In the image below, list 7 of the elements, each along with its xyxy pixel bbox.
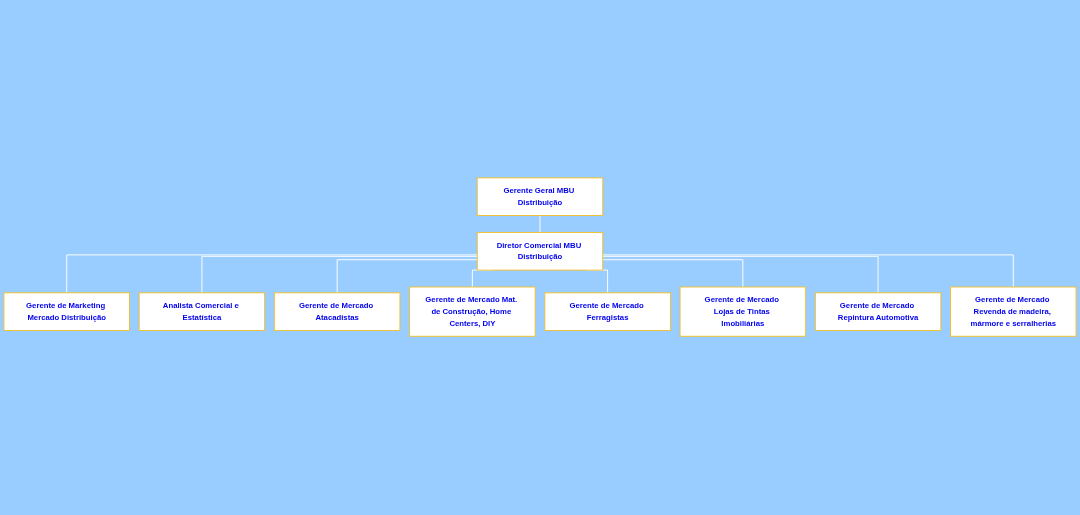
- connector: [539, 215, 541, 234]
- connector: [201, 256, 478, 294]
- connector: [602, 254, 1014, 288]
- connector: [602, 256, 879, 294]
- connector: [66, 254, 478, 294]
- connector: [336, 259, 478, 294]
- connector: [602, 259, 744, 288]
